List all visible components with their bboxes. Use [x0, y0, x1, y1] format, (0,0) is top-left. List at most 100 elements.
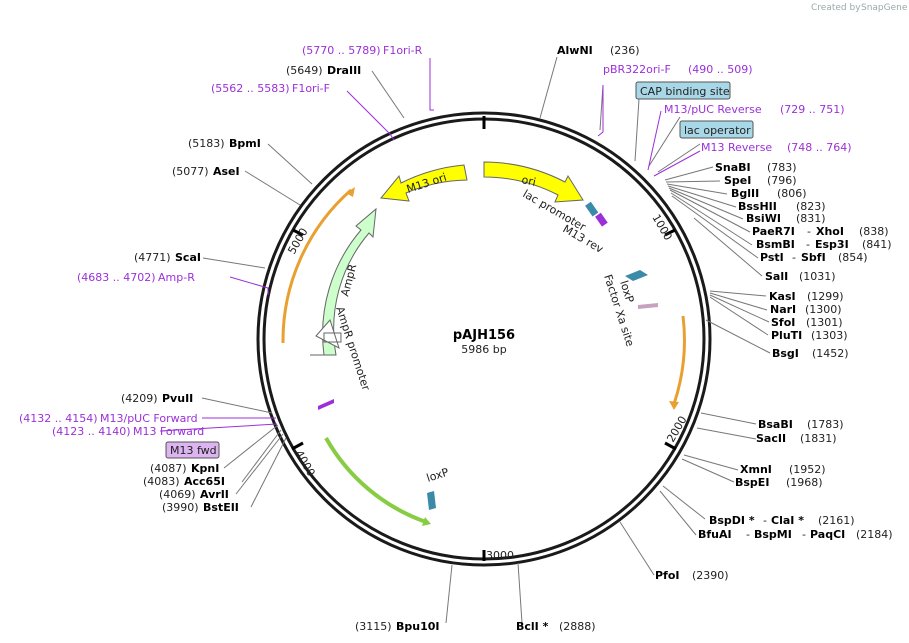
- ampr-feature: [310, 207, 377, 356]
- ampr-primer-range: (4683 .. 4702): [77, 271, 156, 284]
- pbr-range: (490 .. 509): [688, 63, 753, 76]
- credit-text: Created by: [811, 3, 861, 13]
- f1ori-arc: [281, 188, 352, 344]
- bsmbi-dash: -: [806, 238, 810, 251]
- m13pucfwd-name: M13/pUC Forward: [100, 412, 198, 425]
- tick-1000: [664, 228, 676, 237]
- tick-5000: [292, 228, 304, 237]
- paqci-name: PaqCI: [810, 528, 845, 541]
- backbone-outer: [256, 111, 712, 567]
- sbfi-name: SbfI: [801, 251, 826, 264]
- tick-label-1000: 1000: [649, 212, 674, 243]
- ampr-primer-name: Amp-R: [158, 271, 195, 284]
- m13fwd-box: [165, 441, 220, 459]
- m13fwd-mark: [318, 399, 334, 410]
- m13fwd-name: M13 Forward: [133, 425, 204, 438]
- bspdi-dash1: -: [763, 514, 767, 527]
- acc65i-pos: (4083): [143, 475, 180, 488]
- bsshii-name: BssHII: [738, 200, 777, 213]
- tick-2000: [664, 441, 677, 451]
- pfoi-pos: (2390): [692, 569, 729, 582]
- paer7i-name: PaeR7I: [752, 225, 795, 238]
- cap-binding-label: CAP binding site: [640, 85, 730, 98]
- m13ori-feature: [380, 164, 468, 202]
- ampr-promoter-feature: [315, 319, 342, 350]
- plasmid-name: pAJH156: [453, 328, 515, 343]
- asei-pos: (5077): [172, 165, 209, 178]
- m13pucrev-name: M13/pUC Reverse: [664, 103, 762, 116]
- m13rev-mark: [595, 212, 608, 227]
- bspmi-name: BspMI: [754, 528, 792, 541]
- xmni-name: XmnI: [740, 463, 772, 476]
- loxp2-mark: [427, 491, 436, 510]
- tick-label-5000: 5000: [285, 226, 310, 257]
- m13pucrev-range: (729 .. 751): [780, 103, 845, 116]
- m13fwd-box-label: M13 fwd: [170, 444, 217, 457]
- green-arc-head: [422, 517, 431, 526]
- bsabi-name: BsaBI: [758, 418, 793, 431]
- f1orir-range: (5770 .. 5789): [302, 44, 381, 57]
- green-arc: [324, 437, 427, 524]
- bspei-pos: (1968): [786, 476, 823, 489]
- cap-binding-box: [635, 81, 731, 100]
- kpni-pos: (4087): [150, 462, 187, 475]
- pbr-name: pBR322ori-F: [603, 63, 671, 76]
- snabi-name: SnaBI: [715, 161, 751, 174]
- bsteii-pos: (3990): [162, 501, 199, 514]
- draiii-name: DraIII: [327, 64, 361, 77]
- alwni-name: AlwNI: [557, 44, 593, 57]
- alwni-pos: (236): [610, 44, 640, 57]
- sali-pos: (1031): [799, 270, 836, 283]
- bpmi-pos: (5183): [188, 137, 225, 150]
- lac-operator-label: lac operator: [684, 124, 751, 137]
- bfuai-dash2: -: [802, 528, 806, 541]
- tick-4000: [291, 441, 304, 451]
- sacii-name: SacII: [756, 432, 786, 445]
- xmni-pos: (1952): [789, 463, 826, 476]
- m13pucfwd-range: (4132 .. 4154): [19, 412, 98, 425]
- f1orif-name: F1ori-F: [292, 82, 330, 95]
- avrii-pos: (4069): [159, 488, 196, 501]
- bsmbi-name: BsmBI: [756, 238, 795, 251]
- xhoi-name: XhoI: [816, 225, 844, 238]
- bsabi-pos: (1783): [807, 418, 844, 431]
- psti-pos: (854): [838, 251, 868, 264]
- primer-lines: [159, 58, 701, 432]
- snabi-pos: (783): [767, 161, 797, 174]
- loxp1-mark: [625, 270, 648, 281]
- spei-name: SpeI: [724, 174, 751, 187]
- kasi-pos: (1299): [807, 290, 844, 303]
- lac-operator-box: [679, 120, 754, 139]
- bfuai-dash1: -: [746, 528, 750, 541]
- bglii-name: BglII: [731, 187, 759, 200]
- sfoi-pos: (1301): [806, 316, 843, 329]
- bsmbi-pos: (841): [862, 238, 892, 251]
- bcli-name: BclI *: [516, 620, 549, 633]
- bspdi-name: BspDI *: [709, 514, 755, 527]
- bsiwi-name: BsiWI: [746, 212, 781, 225]
- cap-site-mark: [585, 201, 599, 217]
- f1orif-range: (5562 .. 5583): [211, 82, 290, 95]
- ampr-promoter-label: AmpR promoter: [333, 305, 373, 393]
- tick-label-3000: 3000: [486, 549, 514, 562]
- pvuii-pos: (4209): [121, 392, 158, 405]
- bpu10i-name: Bpu10I: [396, 620, 440, 633]
- psti-dash: -: [792, 251, 796, 264]
- bpmi-name: BpmI: [229, 137, 261, 150]
- plasmid-size: 5986 bp: [461, 343, 506, 356]
- bsteii-name: BstEII: [203, 501, 239, 514]
- bspdi-pos: (2161): [818, 514, 855, 527]
- scai-name: ScaI: [175, 251, 201, 264]
- clai-name: ClaI *: [771, 514, 804, 527]
- draiii-pos: (5649): [286, 64, 323, 77]
- kasi-name: KasI: [769, 290, 796, 303]
- f1ori-arc-head: [346, 187, 355, 197]
- bpu10i-pos: (3115): [355, 620, 392, 633]
- acc65i-name: Acc65I: [184, 475, 225, 488]
- nari-name: NarI: [770, 303, 796, 316]
- sali-name: SalI: [765, 270, 788, 283]
- spei-pos: (796): [767, 174, 797, 187]
- credit-brand: SnapGene: [861, 3, 908, 13]
- bfuai-name: BfuAI: [698, 528, 732, 541]
- bsshii-pos: (823): [796, 200, 826, 213]
